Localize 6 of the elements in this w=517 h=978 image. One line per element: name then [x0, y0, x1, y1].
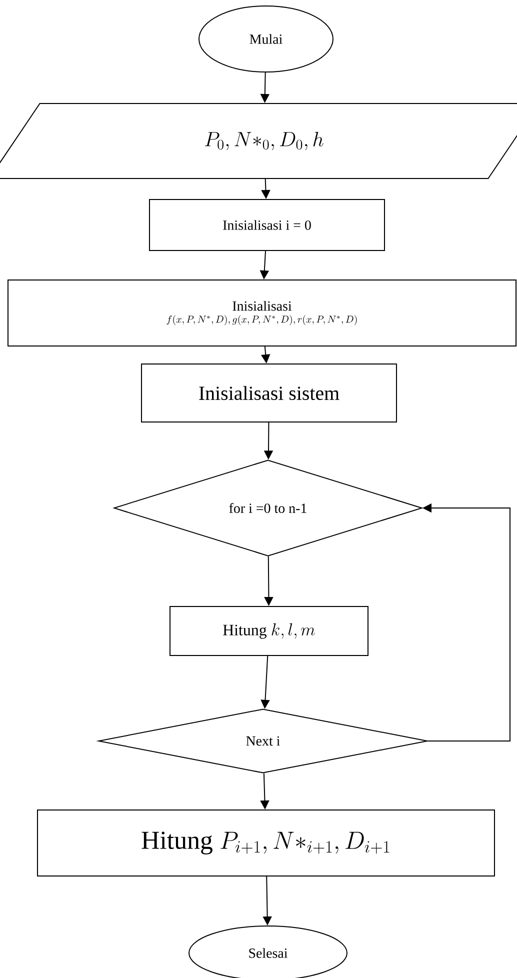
process-box: Inisialisasi $f(x,P,N^*,D), g(x,P,N^*,D), r(x,P,N^*,D)$ — [8, 280, 516, 346]
process-box: Hitung $P_{i+1} , N *_{i+1} , D_{i+1}$ — [37, 810, 495, 876]
input-parallelogram: $P_0 , N *_0 , D_0 , h$ — [0, 103, 517, 179]
process-box: Inisialisasi i = 0 — [149, 199, 385, 251]
process-box: Inisialisasi sistem — [141, 364, 397, 422]
process-box: Hitung $k,l,m$ — [170, 606, 368, 656]
